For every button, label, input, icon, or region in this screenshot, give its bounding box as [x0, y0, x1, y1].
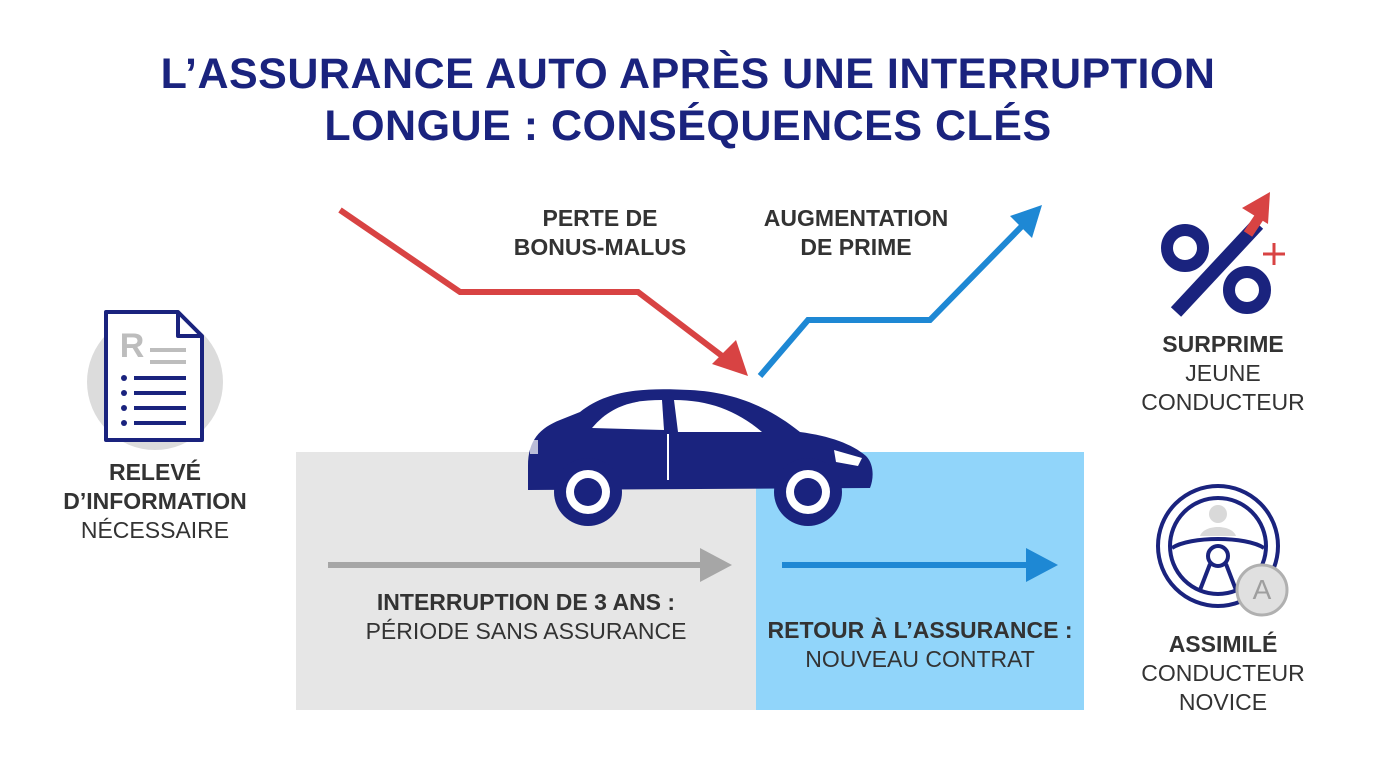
bonus-loss-label-line-2: BONUS-MALUS: [513, 234, 687, 260]
info-statement-normal: NÉCESSAIRE: [80, 517, 230, 543]
interruption-panel: [296, 452, 756, 710]
return-normal: NOUVEAU CONTRAT: [805, 646, 1035, 672]
return-arrow: [782, 548, 1058, 582]
premium-increase-label-line-2: DE PRIME: [800, 234, 912, 260]
info-statement-bold-2: D’INFORMATION: [63, 488, 247, 514]
premium-increase-label: AUGMENTATION DE PRIME: [736, 204, 976, 262]
interruption-bold: INTERRUPTION DE 3 ANS :: [376, 589, 676, 615]
bonus-loss-arrow: [338, 207, 748, 376]
interruption-label: INTERRUPTION DE 3 ANS : PÉRIODE SANS ASS…: [316, 588, 736, 646]
novice-bold: ASSIMILÉ: [1168, 631, 1278, 657]
title-line-2: LONGUE : CONSÉQUENCES CLÉS: [324, 102, 1052, 150]
surcharge-normal-2: CONDUCTEUR: [1141, 389, 1305, 415]
bonus-loss-label: PERTE DE BONUS-MALUS: [480, 204, 720, 262]
interruption-arrow: [328, 548, 732, 582]
car-icon: [528, 389, 873, 526]
steering-wheel-icon: [1156, 484, 1289, 617]
novice-driver-label: ASSIMILÉ CONDUCTEUR NOVICE: [1108, 630, 1338, 717]
document-icon: [87, 310, 223, 450]
premium-increase-label-line-1: AUGMENTATION: [763, 205, 949, 231]
interruption-normal: PÉRIODE SANS ASSURANCE: [365, 618, 687, 644]
surcharge-normal-1: JEUNE: [1185, 360, 1261, 386]
percent-increase-icon: [1161, 192, 1285, 317]
title-line-1: L’ASSURANCE AUTO APRÈS UNE INTERRUPTION: [160, 50, 1216, 98]
premium-increase-arrow: [757, 205, 1042, 378]
bonus-loss-label-line-1: PERTE DE: [542, 205, 658, 231]
novice-normal-2: NOVICE: [1178, 689, 1268, 715]
info-statement-label: RELEVÉ D’INFORMATION NÉCESSAIRE: [20, 458, 290, 545]
young-driver-surcharge-label: SURPRIME JEUNE CONDUCTEUR: [1108, 330, 1338, 417]
surcharge-bold: SURPRIME: [1162, 331, 1284, 357]
return-bold: RETOUR À L’ASSURANCE :: [767, 617, 1073, 643]
novice-badge-letter: A: [1252, 574, 1272, 605]
novice-normal-1: CONDUCTEUR: [1141, 660, 1305, 686]
document-letter: R: [119, 327, 145, 365]
return-label: RETOUR À L’ASSURANCE : NOUVEAU CONTRAT: [760, 616, 1080, 674]
info-statement-bold-1: RELEVÉ: [108, 459, 202, 485]
